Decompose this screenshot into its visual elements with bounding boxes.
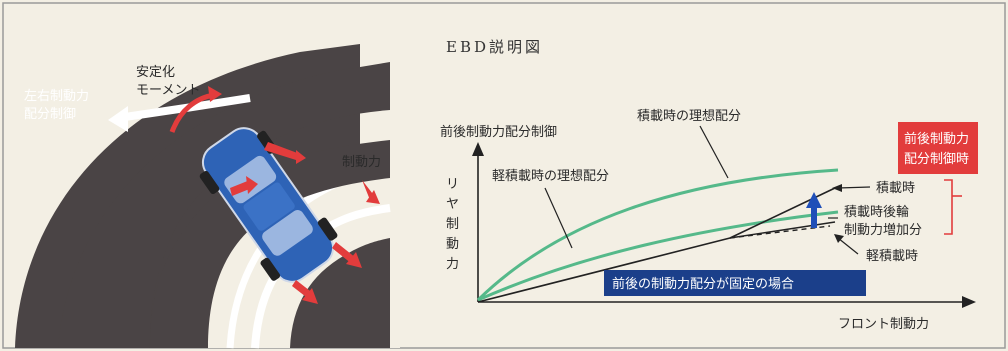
ebd-box-label-2: 配分制御時 [904,152,969,167]
graph-top-label: 前後制動力配分制御 [440,124,557,140]
moment-label-2: モーメント [136,83,200,98]
svg-text:制: 制 [446,217,459,232]
increase-label-1: 積載時後輪 [844,204,909,220]
ebd-loaded-line [729,187,836,239]
loaded-label: 積載時 [876,181,915,196]
increase-arrow [811,206,817,228]
lr-force-label-1: 左右制動力 [24,89,89,104]
fixed-distribution-box [604,270,866,296]
svg-text:動: 動 [446,237,459,252]
light-ideal-label: 軽積載時の理想配分 [492,168,609,184]
fixed-distribution-label: 前後の制動力配分が固定の場合 [612,276,794,292]
ebd-light-line [729,221,836,239]
y-axis-label: リ ヤ 制 動 力 [446,177,459,272]
increase-label-2: 制動力増加分 [844,223,922,238]
ebd-box-label-1: 前後制動力 [904,131,969,147]
brake-force-arrows [230,142,380,304]
ebd-control-box [898,122,978,174]
ebd-bracket [944,179,953,235]
svg-text:力: 力 [446,257,459,272]
moment-label-1: 安定化 [136,65,175,80]
light-label: 軽積載時 [866,249,918,264]
brake-force-label: 制動力 [342,155,381,170]
x-axis-label: フロント制動力 [838,317,929,332]
svg-text:ヤ: ヤ [446,197,459,212]
svg-text:リ: リ [446,177,459,192]
loaded-ideal-curve [476,168,839,302]
lr-force-label-2: 配分制御 [24,107,76,122]
turn-direction-arrow [117,94,251,122]
light-ideal-curve [477,210,839,302]
turn-arrow-head [108,106,128,132]
distribution-graph [472,125,976,308]
road-surface [58,62,390,348]
loaded-ideal-label: 積載時の理想配分 [637,108,741,124]
diagram-title: EBD説明図 [446,38,543,56]
